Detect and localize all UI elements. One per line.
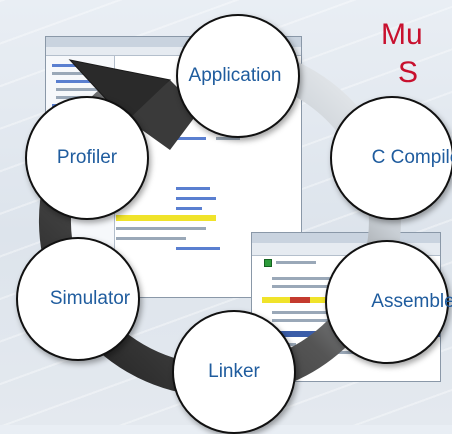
window-toolbar [46,47,301,56]
stage-application: Application [176,14,300,138]
stage-c-compiler: C Compile [330,96,452,220]
stage-assembler: Assemble [325,240,452,364]
stage-profiler: Profiler [25,96,149,220]
slide-title-line-2: S [398,56,419,89]
stage-label: C Compile [371,147,452,168]
slide-title-line-1: Mu [381,18,423,51]
stage-simulator: Simulator [16,237,140,361]
stage-label: Assemble [371,291,452,312]
stage-linker: Linker [172,310,296,434]
stage-label: Simulator [49,288,131,309]
stage-label: Application [188,65,282,86]
stage-label: Profiler [56,147,118,168]
stage-label: Linker [208,361,260,382]
